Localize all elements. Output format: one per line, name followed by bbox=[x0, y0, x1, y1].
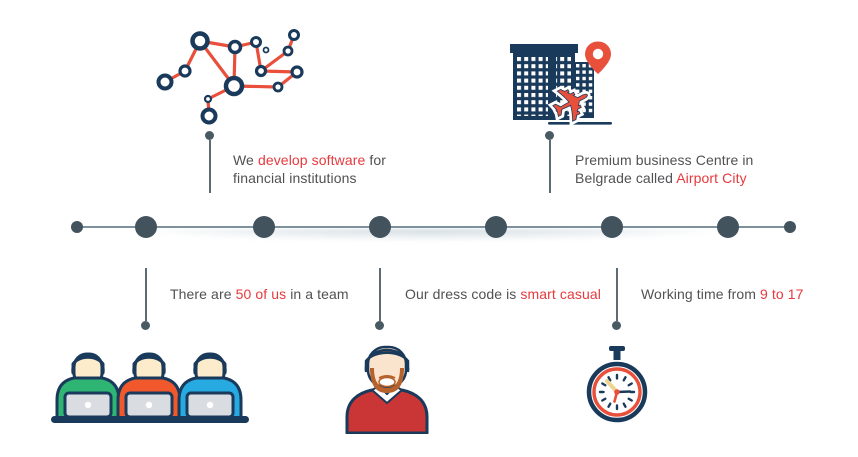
timeline-dot bbox=[369, 216, 391, 238]
person-sweater-icon bbox=[345, 345, 429, 434]
callout-dress-code: Our dress code is smart casual bbox=[405, 285, 601, 303]
callout-text-segment: for bbox=[365, 152, 387, 168]
building-icon: ✈ ✈ bbox=[510, 41, 612, 134]
network-nodes bbox=[156, 29, 304, 125]
connector-line bbox=[209, 140, 211, 193]
timeline-dot bbox=[784, 221, 796, 233]
team-member bbox=[55, 352, 121, 420]
callout-text-segment: Belgrade called bbox=[575, 170, 677, 186]
crown-cap bbox=[609, 346, 625, 351]
location-pin-icon bbox=[585, 41, 611, 74]
watch-hands bbox=[605, 379, 632, 403]
desk-bar bbox=[51, 416, 249, 423]
smile bbox=[378, 376, 396, 388]
callout-working-time: Working time from 9 to 17 bbox=[641, 285, 804, 303]
hair bbox=[364, 348, 410, 373]
stopwatch-icon bbox=[586, 346, 648, 423]
callout-text-highlight: Airport City bbox=[676, 170, 747, 186]
timeline-dot bbox=[601, 216, 623, 238]
callout-text-highlight: 50 of us bbox=[235, 286, 287, 302]
mustache bbox=[378, 375, 396, 379]
head bbox=[364, 345, 410, 393]
callout-text-highlight: 9 to 17 bbox=[760, 286, 804, 302]
back-building bbox=[574, 62, 594, 118]
connector-dot bbox=[375, 321, 384, 330]
callout-text-segment: in a team bbox=[286, 286, 349, 302]
timeline-shadow bbox=[60, 229, 800, 247]
timeline-dot bbox=[71, 221, 83, 233]
main-building bbox=[510, 44, 578, 120]
callout-text-segment: There are bbox=[170, 286, 236, 302]
connector-line bbox=[549, 140, 551, 193]
crown-stem bbox=[613, 350, 621, 360]
connector-dot bbox=[205, 131, 214, 140]
connector-line bbox=[379, 268, 381, 321]
callout-team-size: There are 50 of us in a team bbox=[170, 285, 349, 303]
network-graph-icon bbox=[156, 29, 304, 125]
callout-text-highlight: develop software bbox=[257, 152, 366, 168]
watch-ticks bbox=[598, 373, 636, 411]
timeline-dot bbox=[135, 216, 157, 238]
timeline-dot bbox=[717, 216, 739, 238]
runway-line bbox=[548, 122, 612, 125]
callout-text-segment: financial institutions bbox=[233, 170, 357, 186]
callout-develop-software: We develop software for financial instit… bbox=[233, 151, 386, 187]
sweater bbox=[345, 385, 429, 434]
team-laptops-icon bbox=[51, 352, 249, 423]
connector-dot bbox=[545, 131, 554, 140]
team-member bbox=[177, 352, 243, 420]
callout-text-segment: We bbox=[233, 152, 258, 168]
connector-dot bbox=[612, 321, 621, 330]
timeline-dot bbox=[485, 216, 507, 238]
timeline-line bbox=[77, 226, 790, 228]
team-member bbox=[116, 352, 182, 420]
callout-text-segment: Premium business Centre in bbox=[575, 152, 754, 168]
timeline-dot bbox=[253, 216, 275, 238]
callout-text-segment: Working time from bbox=[641, 286, 761, 302]
beard bbox=[370, 368, 404, 393]
callout-airport-city: Premium business Centre in Belgrade call… bbox=[575, 151, 753, 187]
callout-text-highlight: smart casual bbox=[520, 286, 601, 302]
connector-line bbox=[145, 268, 147, 321]
connector-line bbox=[616, 268, 618, 321]
callout-text-segment: Our dress code is bbox=[405, 286, 521, 302]
connector-dot bbox=[141, 321, 150, 330]
